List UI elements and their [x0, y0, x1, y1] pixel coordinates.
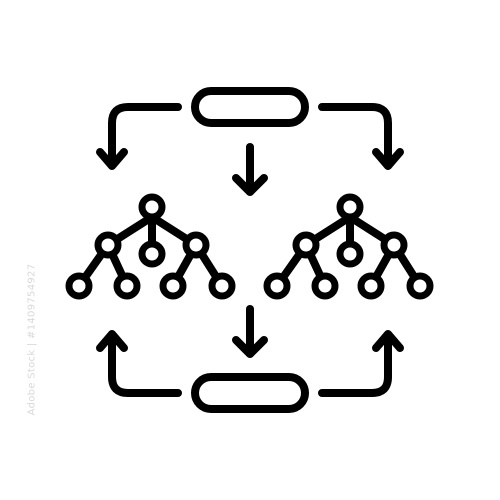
right-tree-leaf-node: [406, 272, 434, 300]
bottom-pill-shape: [191, 373, 309, 413]
left-tree-leaf-node: [208, 272, 236, 300]
center-bottom-down-arrow: [232, 305, 268, 358]
right-tree-leaf-node: [311, 272, 339, 300]
left-tree-child-node: [138, 240, 166, 268]
left-tree-leaf-node: [65, 272, 93, 300]
top-right-down-arrow: [318, 103, 404, 170]
watermark-text: Adobe Stock | #1409754927: [26, 263, 38, 416]
left-tree-child-node: [94, 231, 122, 259]
right-tree-child-node: [292, 231, 320, 259]
top-left-down-arrow: [96, 103, 182, 170]
right-tree-child-node: [336, 240, 364, 268]
left-tree-root-node: [138, 193, 166, 221]
left-tree-leaf-node: [159, 272, 187, 300]
top-pill-shape: [191, 87, 309, 127]
right-tree-root-node: [336, 193, 364, 221]
bottom-left-up-arrow: [96, 330, 182, 397]
center-top-down-arrow: [232, 143, 268, 196]
right-tree-leaf-node: [357, 272, 385, 300]
left-hierarchy-tree-icon: [65, 193, 236, 300]
right-tree-child-node: [380, 231, 408, 259]
left-tree-child-node: [182, 231, 210, 259]
bottom-right-up-arrow: [318, 330, 404, 397]
right-hierarchy-tree-icon: [263, 193, 434, 300]
left-tree-leaf-node: [113, 272, 141, 300]
right-tree-leaf-node: [263, 272, 291, 300]
